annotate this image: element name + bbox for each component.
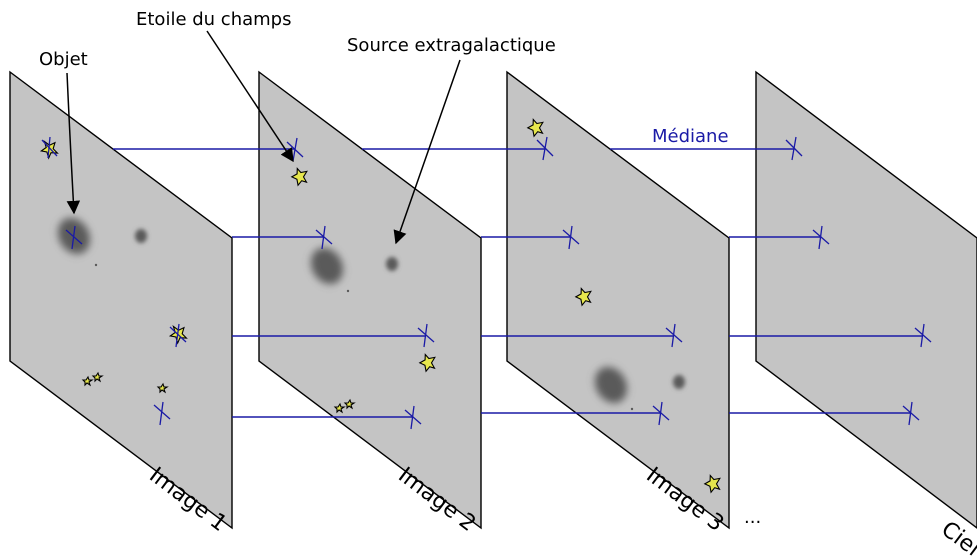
plate-image-1: Image 1 [9, 70, 233, 537]
median-lines [113, 148, 923, 418]
object-blur [594, 366, 628, 404]
annotation-source: Source extragalactique [347, 35, 556, 56]
annotation-objet: Objet [39, 49, 88, 70]
annotation-etoile: Etoile du champs [136, 9, 291, 30]
galaxy-blur [673, 375, 685, 389]
annotation-mediane: Médiane [652, 126, 729, 147]
plate-image-2-panel [258, 70, 482, 530]
star-icon [526, 118, 544, 138]
star-icon [333, 402, 346, 414]
plate-image-3-panel [506, 70, 730, 530]
galaxy-dot [630, 407, 634, 411]
annotations: Objet Etoile du champs Source extragalac… [39, 9, 761, 528]
cross-marker [65, 225, 83, 250]
star-icon [343, 398, 356, 410]
star-icon [156, 382, 169, 394]
cross-marker [41, 136, 58, 159]
plate-ciel-panel [755, 70, 977, 529]
arrow-objet [66, 72, 81, 215]
star-icon [418, 353, 436, 373]
star-icon [81, 375, 94, 387]
galaxy-blur [386, 257, 398, 271]
star-icon [91, 371, 104, 383]
object-blur [310, 247, 344, 285]
arrow-source [393, 59, 461, 245]
galaxy-dot [94, 263, 98, 267]
galaxy-blur [135, 229, 147, 243]
cross-marker [153, 401, 171, 426]
plate-image-1-panel [9, 70, 233, 530]
arrow-etoile [206, 30, 294, 163]
plate-image-2: Image 2 [258, 70, 482, 537]
ellipsis: ... [744, 507, 761, 528]
plate-ciel: Ciel [755, 70, 977, 556]
star-icon [290, 167, 308, 187]
star-icon [574, 287, 592, 307]
cross-marker [169, 323, 187, 348]
star-icon [703, 474, 721, 494]
galaxy-dot [346, 289, 350, 293]
